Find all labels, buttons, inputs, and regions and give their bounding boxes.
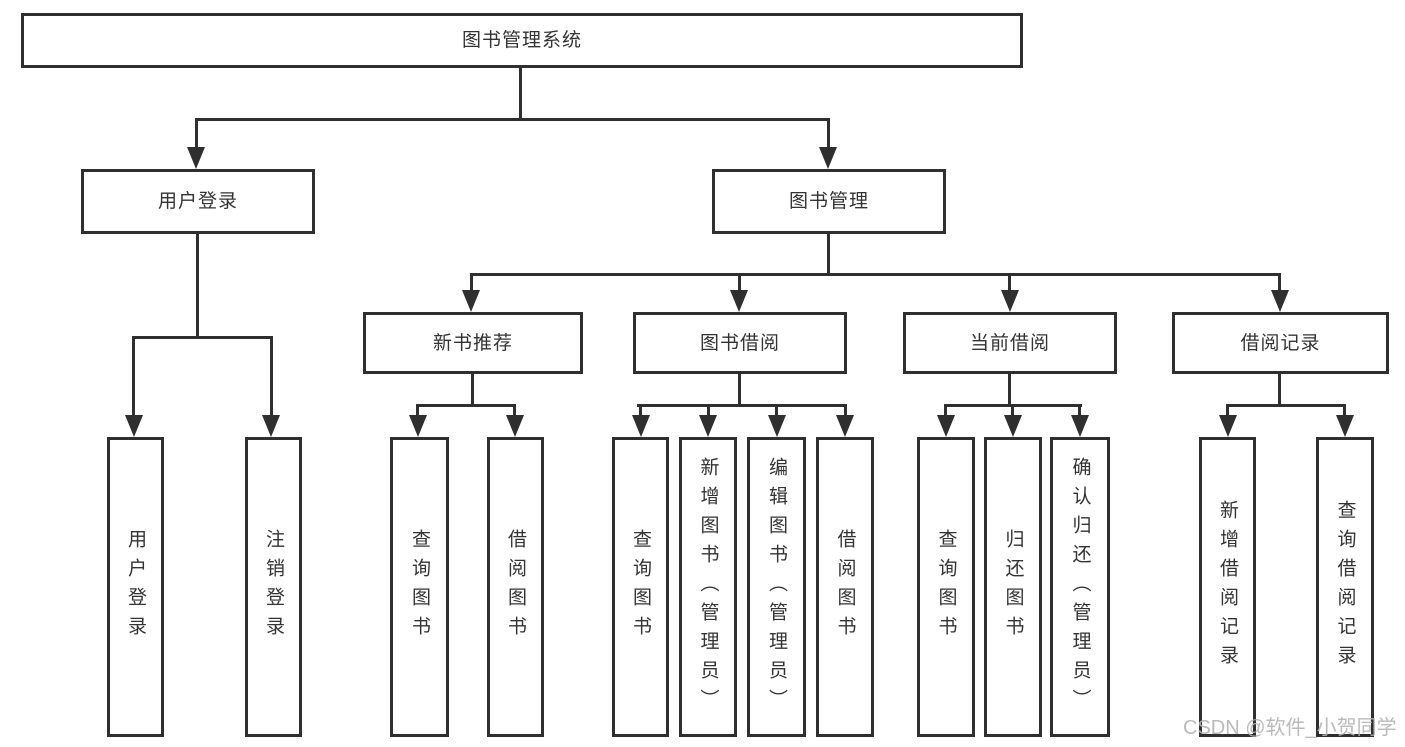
connector-leaf-drop [1343,404,1346,418]
connector-leaf-drop [1011,404,1014,418]
connector-leaf-drop [844,404,847,418]
leaf-borrow-books-2: 借阅图书 [816,437,874,737]
node-borrow-records-label: 借阅记录 [1240,332,1321,354]
node-new-book-rec: 新书推荐 [363,312,583,374]
leaf-user-login-label: 用户登录 [125,529,146,645]
leaf-confirm-return-admin-label: 确认归还（管理员） [1069,456,1091,718]
node-new-book-rec-label: 新书推荐 [432,332,513,354]
leaf-query-books-1: 查询图书 [390,437,449,737]
node-borrow-records: 借阅记录 [1172,312,1389,374]
connector-user-login-drop [195,118,198,150]
node-user-login: 用户登录 [81,169,315,234]
connector-book-mgmt-drop [827,118,830,150]
leaf-query-books-2-label: 查询图书 [630,529,651,645]
node-user-login-label: 用户登录 [157,191,238,212]
arrow-down-icon [1004,415,1022,437]
connector-new-book-rec-rail [416,404,516,407]
connector-level2-drop [1008,273,1011,293]
leaf-add-books-admin: 新增图书（管理员） [679,437,737,737]
node-root: 图书管理系统 [21,13,1023,68]
csdn-watermark: CSDN @软件_小贺同学 [1183,717,1397,739]
leaf-return-books: 归还图书 [984,437,1042,737]
connector-leaf-drop [416,404,419,418]
leaf-add-books-admin-label: 新增图书（管理员） [697,456,719,718]
leaf-query-books-2: 查询图书 [612,437,669,737]
arrow-down-icon [462,290,480,312]
leaf-borrow-books-1-label: 借阅图书 [505,529,526,645]
connector-user-login-rail [132,336,273,339]
leaf-add-borrow-record-label: 新增借阅记录 [1217,500,1238,674]
connector-leaf-drop [1226,404,1229,418]
connector-leaf-drop [775,404,778,418]
arrow-down-icon [937,415,955,437]
connector-new-book-rec-stem [471,374,474,406]
node-current-borrow: 当前借阅 [903,312,1117,374]
arrow-down-icon [768,415,786,437]
leaf-add-borrow-record: 新增借阅记录 [1199,437,1256,737]
arrow-down-icon [1271,290,1289,312]
arrow-down-icon [187,147,205,169]
connector-leaf-drop [707,404,710,418]
arrow-down-icon [506,415,524,437]
connector-level2-drop [1278,273,1281,293]
arrow-down-icon [262,415,280,437]
leaf-edit-books-admin: 编辑图书（管理员） [747,437,806,737]
node-current-borrow-label: 当前借阅 [969,332,1050,354]
arrow-down-icon [819,147,837,169]
connector-book-borrow-stem [738,374,741,406]
connector-leaf-drop [270,336,273,417]
connector-book-mgmt-rail [470,273,1281,276]
arrow-down-icon [125,415,143,437]
leaf-query-books-3-label: 查询图书 [935,529,957,645]
node-book-mgmt: 图书管理 [712,169,946,234]
arrow-down-icon [836,415,854,437]
arrow-down-icon [699,415,717,437]
connector-root-rail [196,118,830,121]
node-book-borrow: 图书借阅 [633,312,847,374]
connector-leaf-drop [639,404,642,418]
arrow-down-icon [1219,415,1237,437]
arrow-down-icon [1071,415,1089,437]
leaf-query-books-3: 查询图书 [917,437,975,737]
connector-leaf-drop [944,404,947,418]
leaf-user-login: 用户登录 [107,437,164,737]
leaf-borrow-books-1: 借阅图书 [487,437,544,737]
leaf-query-borrow-record-label: 查询借阅记录 [1334,500,1356,674]
leaf-confirm-return-admin: 确认归还（管理员） [1050,437,1110,737]
arrow-down-icon [1001,290,1019,312]
connector-leaf-drop [513,404,516,418]
arrow-down-icon [730,290,748,312]
connector-book-mgmt-stem [827,234,830,275]
leaf-borrow-books-2-label: 借阅图书 [834,529,856,645]
leaf-query-borrow-record: 查询借阅记录 [1316,437,1374,737]
connector-current-borrow-stem [1008,374,1011,406]
arrow-down-icon [409,415,427,437]
arrow-down-icon [1336,415,1354,437]
leaf-query-books-1-label: 查询图书 [409,529,430,645]
connector-root-stem [519,67,522,120]
connector-level2-drop [738,273,741,293]
connector-borrow-records-stem [1278,374,1281,406]
connector-borrow-records-rail [1226,404,1346,407]
leaf-logout: 注销登录 [245,437,302,737]
leaf-logout-label: 注销登录 [263,529,284,645]
node-book-mgmt-label: 图书管理 [788,191,869,212]
connector-book-borrow-rail [637,404,847,407]
leaf-return-books-label: 归还图书 [1002,529,1024,645]
connector-leaf-drop [1078,404,1081,418]
leaf-edit-books-admin-label: 编辑图书（管理员） [766,456,787,718]
connector-level2-drop [470,273,473,293]
connector-leaf-drop [132,336,135,417]
connector-user-login-stem [196,234,199,338]
node-root-label: 图书管理系统 [461,30,582,51]
node-book-borrow-label: 图书借阅 [699,332,780,354]
arrow-down-icon [632,415,650,437]
